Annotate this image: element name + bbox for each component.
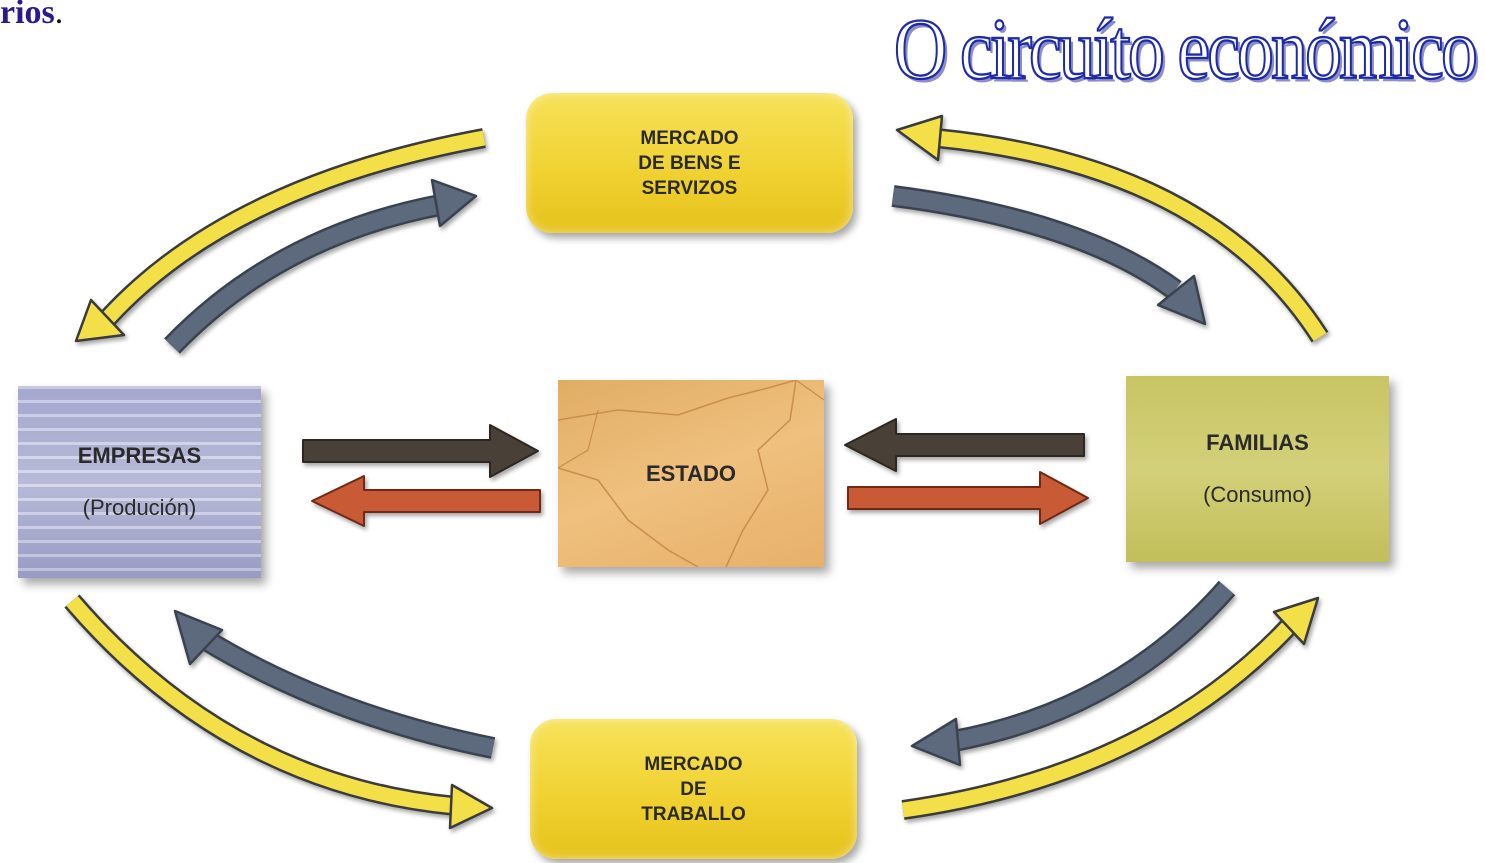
diagram-title: O circuíto económico <box>893 0 1479 99</box>
arrow-empresas-to-estado <box>302 424 539 478</box>
box-mercado-traballo: MERCADO DE TRABALLO <box>530 719 857 859</box>
arrow-goods-market-to-empresas <box>74 128 486 343</box>
arrow-estado-to-empresas <box>311 475 541 527</box>
box-familias: FAMILIAS (Consumo) <box>1126 376 1389 562</box>
arrow-money-familias-to-labor <box>910 580 1236 767</box>
goods-market-line-1: MERCADO <box>640 127 739 149</box>
estado-title: ESTADO <box>645 460 737 486</box>
arrow-familias-to-estado <box>844 418 1085 472</box>
empresas-title: EMPRESAS <box>77 443 202 468</box>
arrow-money-market-to-familias <box>891 185 1207 326</box>
empresas-subtitle: (Produción) <box>82 495 197 520</box>
arrow-goods-empresas-to-labor <box>64 594 494 830</box>
arrow-goods-labor-to-familias <box>901 596 1320 820</box>
arrow-money-empresas-to-market <box>164 178 478 354</box>
arrow-goods-familias-to-market <box>895 114 1329 343</box>
box-mercado-bens-servizos: MERCADO DE BENS E SERVIZOS <box>526 93 853 233</box>
labor-market-line-3: TRABALLO <box>641 803 746 825</box>
familias-title: FAMILIAS <box>1206 430 1309 455</box>
heading-fragment-punct: . <box>54 0 64 31</box>
box-empresas: EMPRESAS (Produción) <box>18 386 261 578</box>
arrow-money-labor-to-empresas <box>173 609 496 759</box>
familias-subtitle: (Consumo) <box>1203 482 1312 507</box>
goods-market-line-3: SERVIZOS <box>641 177 738 199</box>
goods-market-line-2: DE BENS E <box>638 152 741 174</box>
labor-market-line-2: DE <box>680 778 707 800</box>
box-estado: ESTADO <box>558 380 824 567</box>
arrow-estado-to-familias <box>847 471 1089 525</box>
labor-market-line-1: MERCADO <box>644 753 743 775</box>
map-shape-icon <box>558 380 824 567</box>
heading-fragment: rios. <box>0 0 63 32</box>
heading-fragment-text: rios <box>0 0 55 31</box>
